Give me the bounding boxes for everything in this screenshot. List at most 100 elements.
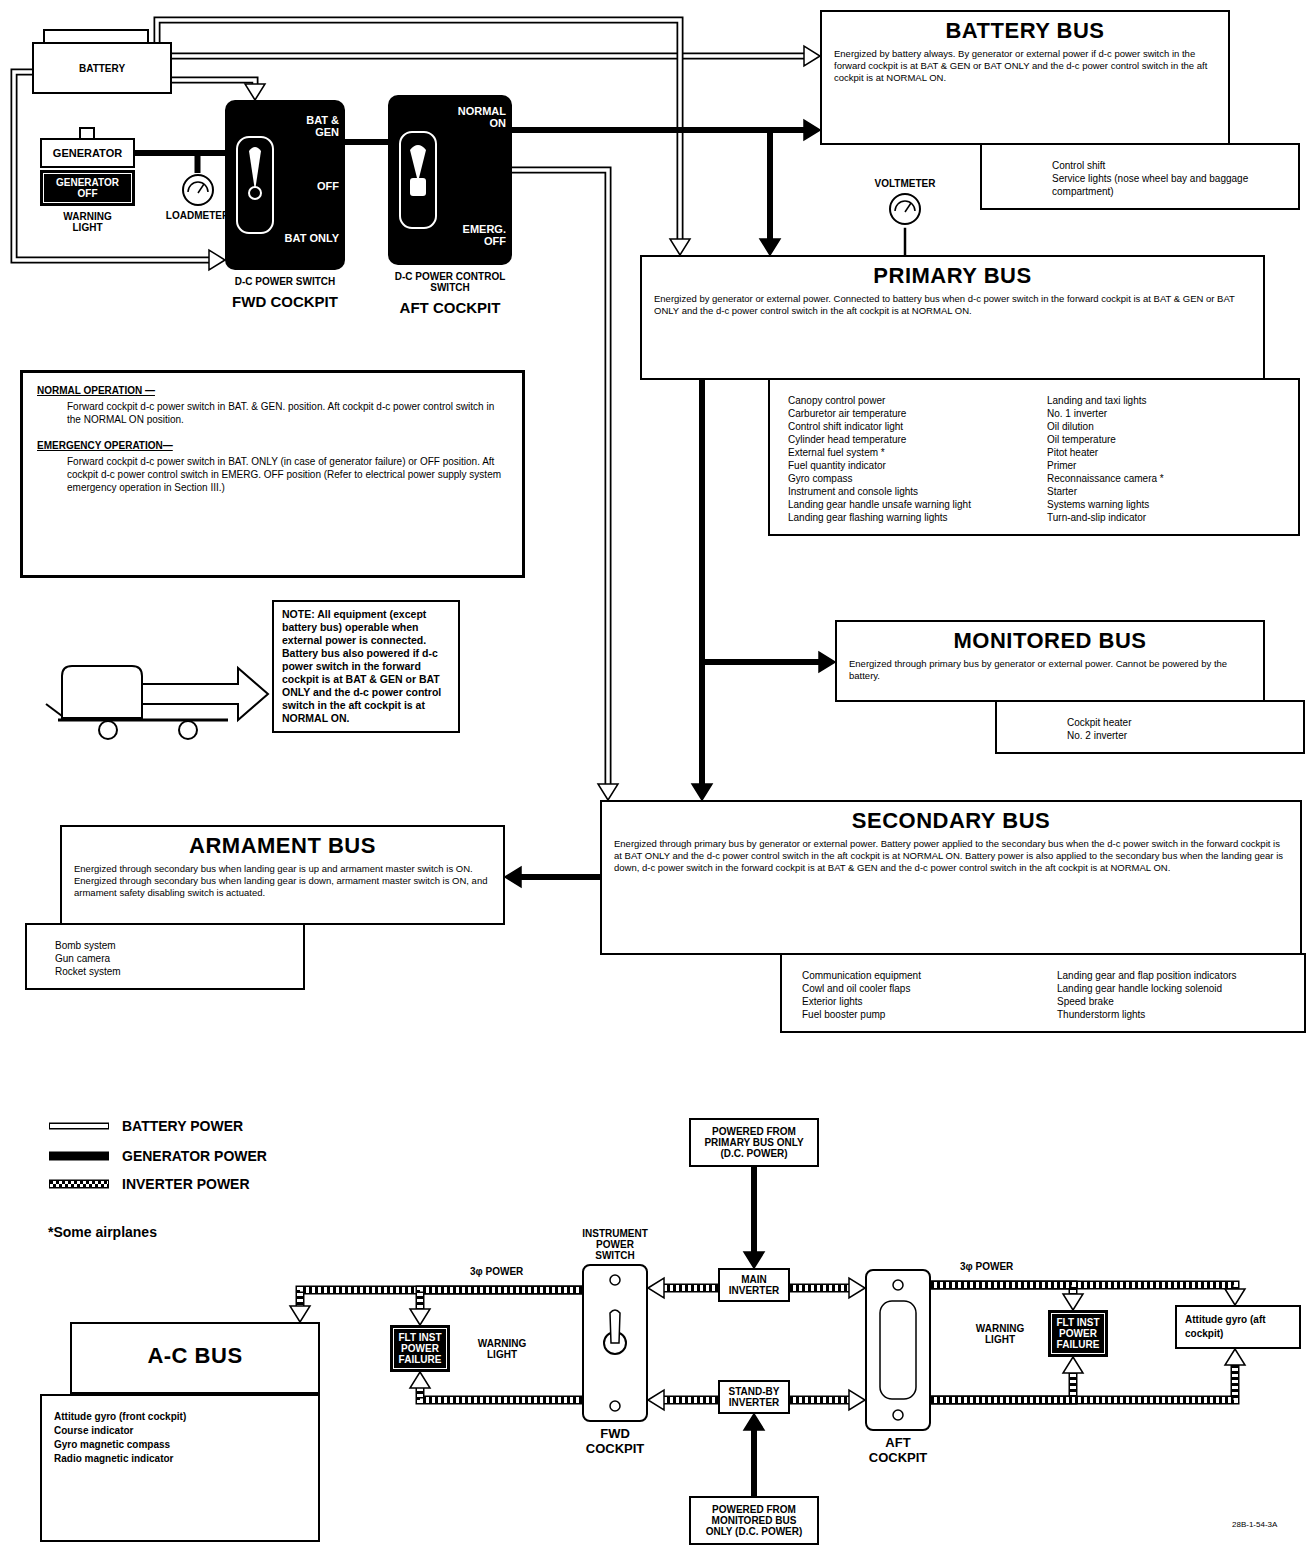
connector-line — [790, 1285, 850, 1291]
connector-line — [663, 1396, 718, 1405]
switch-position-label: BAT ONLY — [281, 232, 339, 244]
phase-label: 3φ POWER — [470, 1266, 523, 1277]
load-columns: Canopy control powerCarburetor air tempe… — [788, 394, 1288, 524]
load-item: Cylinder head temperature — [788, 433, 1029, 446]
load-item: Carburetor air temperature — [788, 407, 1029, 420]
cart-body — [62, 666, 142, 718]
warning-lamp: GENERATOR OFF — [40, 170, 135, 206]
connector-line — [790, 1285, 850, 1291]
cart-platform — [58, 719, 228, 722]
node-text: Course indicator — [54, 1424, 310, 1438]
drawing-stroke — [249, 187, 261, 199]
connector — [135, 153, 198, 170]
drawing-stroke — [188, 182, 208, 192]
drawing-stroke — [610, 1275, 620, 1285]
connector — [744, 1414, 764, 1496]
connector — [931, 1357, 1083, 1400]
connector-line — [663, 1399, 718, 1402]
arrowhead — [410, 1372, 430, 1388]
node-text: Energized by battery always. By generato… — [834, 48, 1216, 84]
cockpit-caption: AFT COCKPIT — [865, 1435, 931, 1465]
switch-caption: INSTRUMENT POWER SWITCH — [582, 1228, 648, 1261]
connector-line — [172, 53, 805, 60]
arrowhead — [744, 1252, 764, 1268]
arrowhead — [849, 1278, 865, 1298]
load-item: Systems warning lights — [1047, 498, 1288, 511]
warning-lamp: FLT INST POWER FAILURE — [1048, 1310, 1108, 1357]
connector — [345, 142, 388, 143]
cart-wheel — [179, 721, 197, 739]
drawing-stroke — [49, 1180, 109, 1189]
switch-position-label: OFF — [281, 180, 339, 192]
gauge-dial — [888, 192, 922, 226]
bus-heading: A-C BUS — [147, 1343, 242, 1369]
arrowhead — [245, 84, 265, 100]
phase-label: 3φ POWER — [960, 1261, 1013, 1272]
legend-text: GENERATOR POWER — [122, 1148, 267, 1164]
connector-line — [663, 1285, 718, 1291]
connector — [931, 1285, 1083, 1310]
node-text: MAIN INVERTER — [723, 1274, 785, 1296]
load-column: Communication equipmentCowl and oil cool… — [802, 969, 1039, 1021]
drawing-stroke — [400, 132, 436, 228]
toggle-lever — [867, 1271, 929, 1429]
connector-line — [931, 1364, 1235, 1400]
load-list: Attitude gyro (front cockpit)Course indi… — [40, 1394, 320, 1542]
switch-plate: NORMAL ONEMERG. OFF — [388, 95, 512, 265]
connector-line — [172, 54, 805, 58]
lamp-text: FLT INST POWER FAILURE — [396, 1332, 444, 1365]
drawing-stroke — [49, 1152, 109, 1161]
drawing-stroke — [50, 1181, 108, 1184]
connector — [905, 229, 906, 255]
node-text: Energized through primary bus by generat… — [849, 658, 1251, 682]
load-item: Oil dilution — [1047, 420, 1288, 433]
warning-lamp: FLT INST POWER FAILURE — [390, 1325, 450, 1372]
arrowhead — [1063, 1357, 1083, 1373]
connector — [172, 46, 820, 66]
lamp-caption: WARNING LIGHT — [58, 211, 118, 233]
drawing-stroke — [893, 1410, 903, 1420]
power-arrow — [142, 668, 268, 720]
bus-heading: BATTERY BUS — [834, 18, 1216, 44]
connector — [290, 1290, 582, 1322]
arrowhead — [849, 1390, 865, 1410]
connector-line — [172, 80, 255, 85]
arrowhead — [410, 1309, 430, 1325]
drawing-stroke — [49, 1123, 109, 1130]
external-power-cart — [46, 666, 268, 739]
node-text: Forward cockpit d-c power switch in BAT.… — [37, 455, 508, 494]
switch-plate: BAT & GENOFFBAT ONLY — [225, 100, 345, 270]
arrowhead — [648, 1390, 664, 1410]
cockpit-caption: FWD COCKPIT — [582, 1426, 648, 1456]
load-column: Canopy control powerCarburetor air tempe… — [788, 394, 1029, 524]
connector-line — [790, 1284, 850, 1293]
battery-box: BATTERY — [32, 42, 172, 94]
legend-sample — [48, 1119, 110, 1133]
connector-line — [663, 1287, 718, 1290]
node-text: Energized through primary bus by generat… — [614, 838, 1288, 874]
load-item: Pitot heater — [1047, 446, 1288, 459]
arrowhead — [1225, 1289, 1245, 1305]
lamp-caption: WARNING LIGHT — [970, 1323, 1030, 1345]
node-text: Cockpit heater — [1067, 716, 1293, 729]
connector-line — [931, 1364, 1235, 1400]
figure-number: 28B-1-54-3A — [1232, 1520, 1277, 1529]
node-text: GENERATOR — [53, 147, 122, 159]
connector-line — [751, 1167, 757, 1253]
load-list: Control shiftService lights (nose wheel … — [980, 143, 1300, 210]
load-list: Canopy control powerCarburetor air tempe… — [768, 378, 1300, 536]
load-item: Landing gear handle locking solenoid — [1057, 982, 1294, 995]
node-text: Forward cockpit d-c power switch in BAT.… — [37, 400, 508, 426]
node-text: Control shift — [1052, 159, 1288, 172]
connector-line — [931, 1285, 1073, 1295]
inverter-box: MAIN INVERTER — [718, 1268, 790, 1302]
connector-line — [931, 1364, 1235, 1400]
node-text: No. 2 inverter — [1067, 729, 1293, 742]
cockpit-caption: D-C POWER SWITCH — [225, 276, 345, 287]
load-item: Fuel quantity indicator — [788, 459, 1029, 472]
connector — [931, 1285, 1245, 1305]
bus-box: MONITORED BUSEnergized through primary b… — [835, 620, 1265, 702]
lamp-text: GENERATOR OFF — [46, 177, 129, 199]
node-text: EMERGENCY OPERATION— — [37, 440, 508, 451]
gauge-dial — [181, 173, 215, 207]
